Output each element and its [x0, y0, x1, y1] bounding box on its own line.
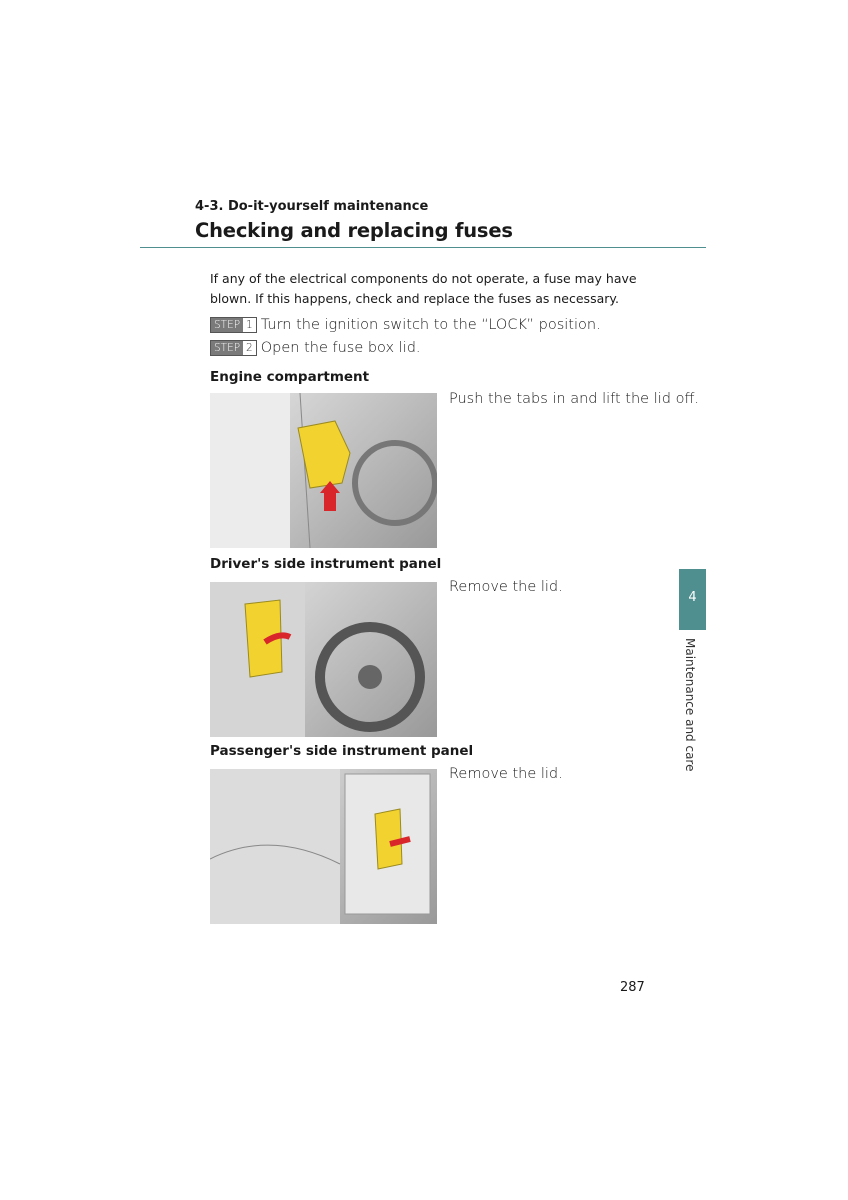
chapter-tab-label: Maintenance and care — [683, 638, 697, 772]
engine-compartment-illustration — [210, 393, 437, 548]
step-text: Turn the ignition switch to the “LOCK” p… — [260, 317, 601, 333]
page-title: Checking and replacing fuses — [195, 219, 513, 242]
engine-compartment-note: Push the tabs in and lift the lid off. — [449, 391, 700, 407]
chapter-tab[interactable]: 4 — [679, 569, 706, 630]
passenger-panel-note: Remove the lid. — [449, 766, 563, 782]
title-divider — [140, 247, 706, 248]
driver-panel-note: Remove the lid. — [449, 579, 563, 595]
page-number: 287 — [620, 980, 645, 995]
step-text: Open the fuse box lid. — [260, 340, 421, 356]
intro-paragraph: If any of the electrical components do n… — [210, 271, 637, 306]
section-heading: 4-3. Do-it-yourself maintenance — [195, 199, 429, 214]
driver-panel-illustration — [210, 582, 437, 737]
passenger-panel-heading: Passenger's side instrument panel — [210, 743, 474, 759]
engine-compartment-heading: Engine compartment — [210, 369, 370, 385]
driver-panel-heading: Driver's side instrument panel — [210, 556, 442, 572]
passenger-panel-illustration — [210, 769, 437, 924]
